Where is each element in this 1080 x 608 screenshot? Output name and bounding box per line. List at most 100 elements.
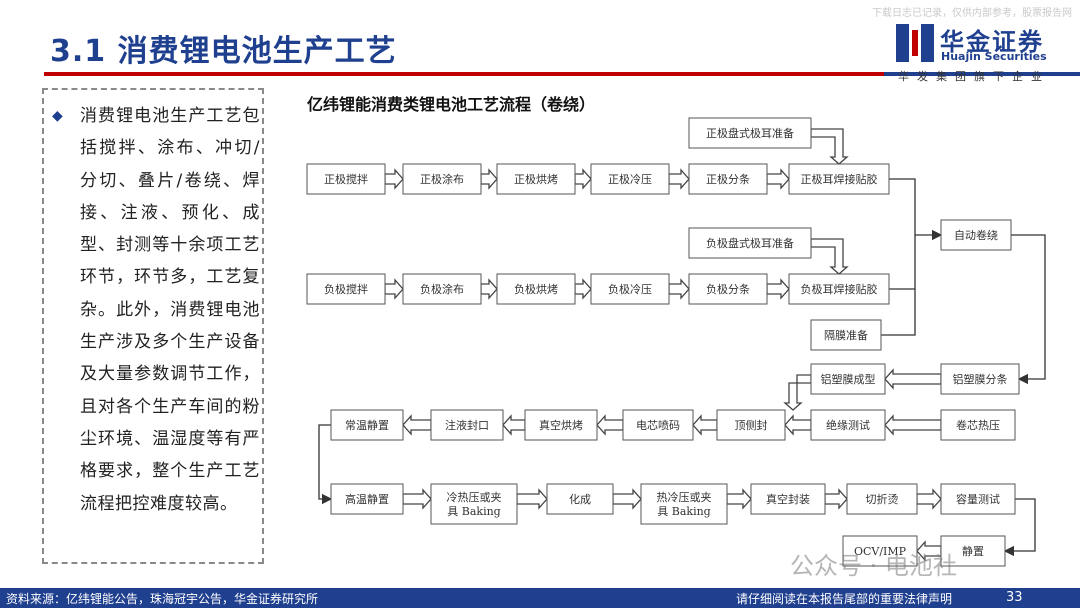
flow-node-label: OCV/IMP [854, 545, 907, 558]
footer-source: 资料来源：亿纬锂能公告，珠海冠宇公告，华金证券研究所 [6, 592, 319, 606]
flow-node-code: 电芯喷码 [622, 409, 694, 441]
flow-arrow [402, 414, 432, 436]
flow-node-label: 具 Baking [657, 505, 710, 518]
flow-arrow [516, 488, 548, 510]
flow-node-rt-rest: 常温静置 [330, 409, 404, 441]
flow-node-label: 正极烘烤 [514, 172, 558, 186]
logo-subtitle: 华发集团旗下企业 [898, 70, 1050, 83]
flow-arrow [596, 414, 624, 436]
flow-arrow [810, 128, 849, 165]
flow-arrow [384, 278, 404, 300]
flow-arrow [612, 488, 642, 510]
flow-node-label: 铝塑膜成型 [821, 372, 876, 386]
flow-node-neg-slit: 负极分条 [688, 273, 768, 305]
flow-node-vac-seal: 真空封装 [750, 483, 826, 515]
flow-arrow [726, 488, 752, 510]
flow-node-neg-coat: 负极涂布 [402, 273, 482, 305]
flow-node-pos-coat: 正极涂布 [402, 163, 482, 195]
flow-node-label: 负极耳焊接贴胶 [801, 282, 878, 296]
flow-arrow [480, 168, 498, 190]
flow-node-pos-slit: 正极分条 [688, 163, 768, 195]
top-watermark: 下载日志已记录，仅供内部参考，股票报告网 [872, 8, 1072, 19]
text-panel-body: 消费锂电池生产工艺包括搅拌、涂布、冲切/分切、叠片/卷绕、焊接、注液、预化、成型… [80, 106, 260, 514]
flow-node-label: 热冷压或夹 [657, 491, 712, 504]
flow-node-separator: 隔膜准备 [810, 319, 882, 351]
flow-node-label: 具 Baking [447, 505, 500, 518]
flow-arrow [574, 278, 592, 300]
flow-node-inject: 注液封口 [430, 409, 504, 441]
flow-connector [1011, 234, 1046, 385]
flow-node-ht-rest: 高温静置 [330, 483, 404, 515]
flow-node-wind: 自动卷绕 [940, 219, 1012, 251]
flow-arrow [784, 414, 812, 436]
flow-arrow [692, 414, 718, 436]
flow-connector [889, 235, 916, 290]
flow-node-pos-press: 正极冷压 [590, 163, 670, 195]
page-title: 3.1 消费锂电池生产工艺 [50, 34, 397, 69]
flow-node-pos-weld: 正极耳焊接贴胶 [788, 163, 890, 195]
flow-arrow [884, 414, 942, 436]
flow-node-capacity: 容量测试 [940, 483, 1016, 515]
flow-node-label: 负极分条 [706, 282, 750, 296]
flow-arrow [668, 168, 690, 190]
flow-node-label: 负极冷压 [608, 282, 652, 296]
flow-arrow [824, 488, 848, 510]
flow-node-label: 正极分条 [706, 172, 750, 186]
page-number: 33 [1006, 590, 1023, 605]
wechat-watermark: 公众号 · 电池社 [790, 552, 957, 580]
flow-node-label: 正极耳焊接贴胶 [801, 172, 878, 186]
flow-connector [889, 178, 943, 241]
huajin-logo-icon [896, 24, 934, 62]
flow-arrow [480, 278, 498, 300]
flow-arrow [668, 278, 690, 300]
flow-node-rest: 静置 [940, 535, 1006, 567]
logo-name: 华金证券 [940, 28, 1044, 56]
flow-node-ocv: OCV/IMP [842, 535, 918, 567]
flow-node-label: 卷芯热压 [956, 418, 1000, 432]
flow-node-label: 电芯喷码 [636, 418, 680, 432]
flow-connector [1003, 498, 1036, 557]
flow-node-top-seal: 顶侧封 [716, 409, 786, 441]
flow-connector [881, 289, 916, 336]
flow-node-label: 负极烘烤 [514, 282, 558, 296]
flow-arrow [402, 488, 432, 510]
flow-node-label: 真空封装 [766, 492, 810, 506]
diagram-title: 亿纬锂能消费类锂电池工艺流程（卷绕） [307, 95, 596, 114]
flow-node-label: 高温静置 [345, 492, 389, 506]
logo-english: Huajin Securities [941, 50, 1047, 63]
flow-node-neg-bake: 负极烘烤 [496, 273, 576, 305]
flow-node-insul: 绝缘测试 [810, 409, 886, 441]
flow-arrow [384, 168, 404, 190]
flow-arrow [810, 238, 849, 275]
flow-node-label: 注液封口 [445, 418, 489, 432]
flow-node-label: 负极搅拌 [324, 282, 368, 296]
flow-arrow [916, 540, 942, 562]
flow-node-label: 自动卷绕 [954, 228, 998, 242]
text-panel-border [42, 88, 264, 564]
flow-node-formation: 化成 [546, 483, 614, 515]
flow-node-label: 绝缘测试 [826, 418, 870, 432]
flow-node-film-slit: 铝塑膜分条 [940, 363, 1020, 395]
flow-arrow [574, 168, 592, 190]
flow-node-label: 冷热压或夹 [447, 491, 502, 504]
process-flow-diagram: 正极搅拌正极涂布正极烘烤正极冷压正极分条正极盘式极耳准备正极耳焊接贴胶自动卷绕负… [306, 117, 1046, 567]
flow-node-neg-press: 负极冷压 [590, 273, 670, 305]
flow-node-label: 容量测试 [956, 492, 1000, 506]
flow-node-label: 顶侧封 [735, 418, 768, 432]
flow-arrow [783, 374, 812, 411]
flow-node-neg-mix: 负极搅拌 [306, 273, 386, 305]
flow-node-fold: 切折烫 [846, 483, 918, 515]
flow-node-pos-tab-prep: 正极盘式极耳准备 [688, 117, 812, 149]
flow-arrow [766, 168, 790, 190]
title-underline-red [44, 72, 884, 76]
flow-node-neg-weld: 负极耳焊接贴胶 [788, 273, 890, 305]
flow-arrow [884, 368, 942, 390]
flow-node-hot-press: 卷芯热压 [940, 409, 1016, 441]
flow-node-label: 正极冷压 [608, 172, 652, 186]
flow-node-vac-bake: 真空烘烤 [524, 409, 598, 441]
flow-arrow [502, 414, 526, 436]
flow-node-pos-bake: 正极烘烤 [496, 163, 576, 195]
flow-node-label: 正极盘式极耳准备 [706, 126, 794, 140]
